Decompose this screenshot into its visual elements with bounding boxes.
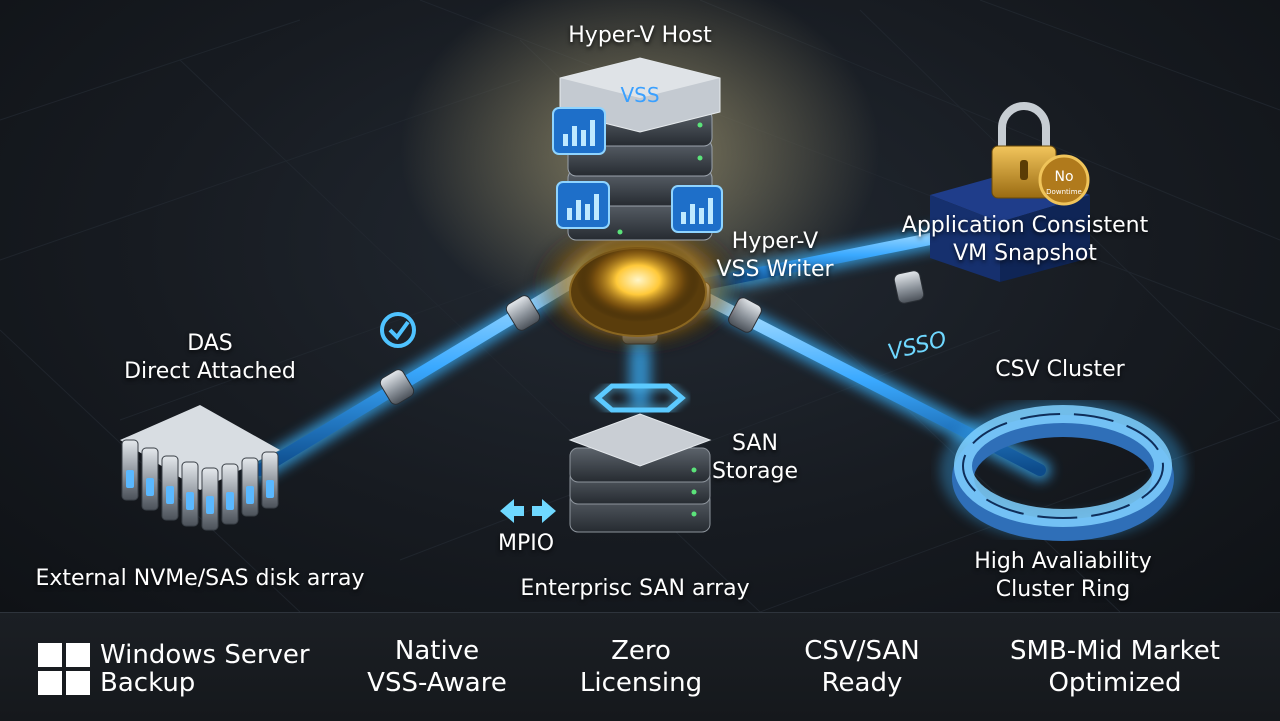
windows-logo-icon (38, 643, 90, 695)
coupler (893, 270, 925, 304)
analytics-card (556, 181, 610, 229)
analytics-card (671, 185, 723, 233)
analytics-card (552, 107, 606, 155)
coupler (379, 369, 415, 405)
das-caption: External NVMe/SAS disk array (35, 566, 365, 591)
vss-badge: VSS (620, 83, 659, 107)
host-label: Hyper-V Host (568, 23, 712, 48)
mpio-arrows-icon (500, 499, 556, 523)
csv-cluster-ring (940, 399, 1186, 541)
mpio-label: MPIO (497, 531, 555, 556)
check-icon (380, 312, 416, 348)
vss-writer-core (528, 215, 748, 355)
san-caption: Enterprisc SAN array (520, 576, 750, 601)
san-ring-connector (588, 380, 692, 416)
lock-icon (991, 102, 1090, 206)
hyperv-host-stack (552, 57, 723, 241)
lock-badge-line1: No (1054, 169, 1073, 185)
das-disk-array (120, 405, 280, 531)
lock-badge-line2: Downtime (1046, 188, 1082, 196)
csv-cluster-label: CSV Cluster (995, 357, 1125, 382)
diagram-stage: VSS (0, 0, 1280, 612)
san-storage-unit (568, 413, 712, 533)
pipe-label: VSSO (885, 327, 949, 366)
diagram-canvas: VSS (0, 0, 1280, 612)
